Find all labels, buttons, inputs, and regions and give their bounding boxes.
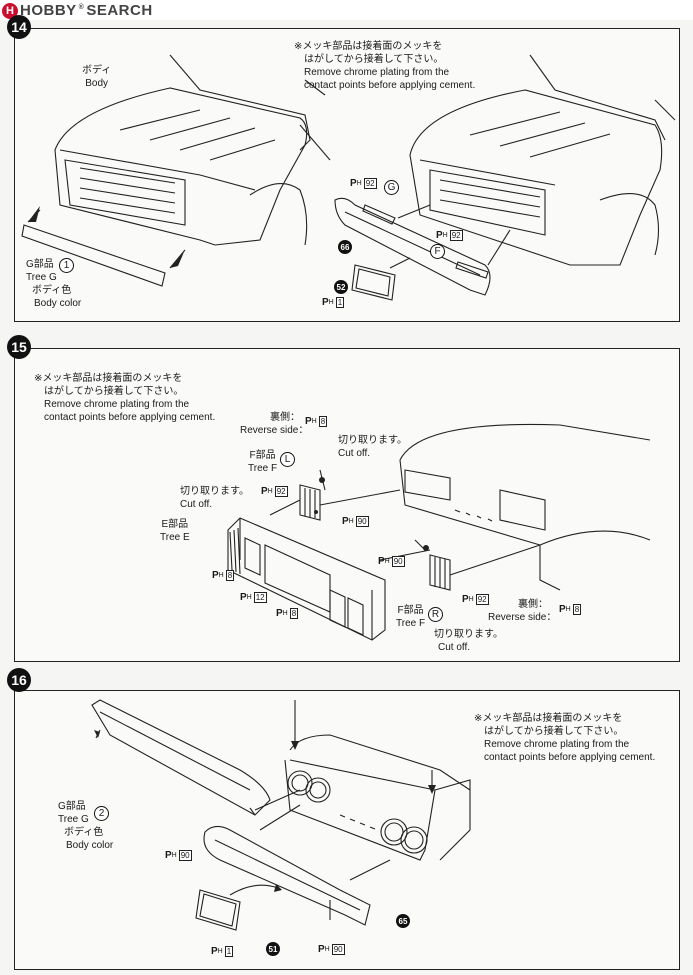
step-15-reverse-bottom: 裏側：Reverse side： [488,599,557,623]
step-14-tree-g-label: G部品 Tree G ボディ色 Body color [26,259,82,309]
step-15-cutoff-left: 切り取ります。Cut off. [180,486,249,510]
step-16-number: 16 [7,668,31,692]
step-14-number: 14 [7,15,31,39]
step-15-panel [14,348,680,662]
step-16-tree-g-label: G部品 Tree G ボディ色 Body color [58,801,114,851]
step-14-part-66: 66 [338,240,352,254]
step-15-note: ※メッキ部品は接着面のメッキをはがしてから接着して下さい。Remove chro… [34,373,216,423]
step-15-cutoff-bottom: 切り取ります。Cut off. [434,629,503,653]
step-14-letter-g: G [384,180,399,195]
step-16-part-65: 65 [396,914,410,928]
step-15-letter-r: R [428,607,443,622]
logo-text: HOBBY®SEARCH [20,2,153,19]
step-14-note: ※メッキ部品は接着面のメッキをはがしてから接着して下さい。Remove chro… [294,41,476,91]
step-14-letter-f: F [430,244,445,259]
step-15-letter-l: L [280,452,295,467]
step-14-part-52: 52 [334,280,348,294]
site-logo[interactable]: H HOBBY®SEARCH [2,2,153,19]
step-15-reverse-top: 裏側：Reverse side： [240,412,309,436]
step-16-note: ※メッキ部品は接着面のメッキをはがしてから接着して下さい。Remove chro… [474,713,656,763]
logo-icon: H [2,2,18,19]
step-15-number: 15 [7,335,31,359]
step-14-part-1: 1 [59,258,74,273]
step-16-part-51: 51 [266,942,280,956]
step-15-cutoff-top: 切り取ります。Cut off. [338,435,407,459]
step-16-part-2: 2 [94,806,109,821]
step-16-panel [14,690,680,970]
site-header: H HOBBY®SEARCH [0,0,693,20]
